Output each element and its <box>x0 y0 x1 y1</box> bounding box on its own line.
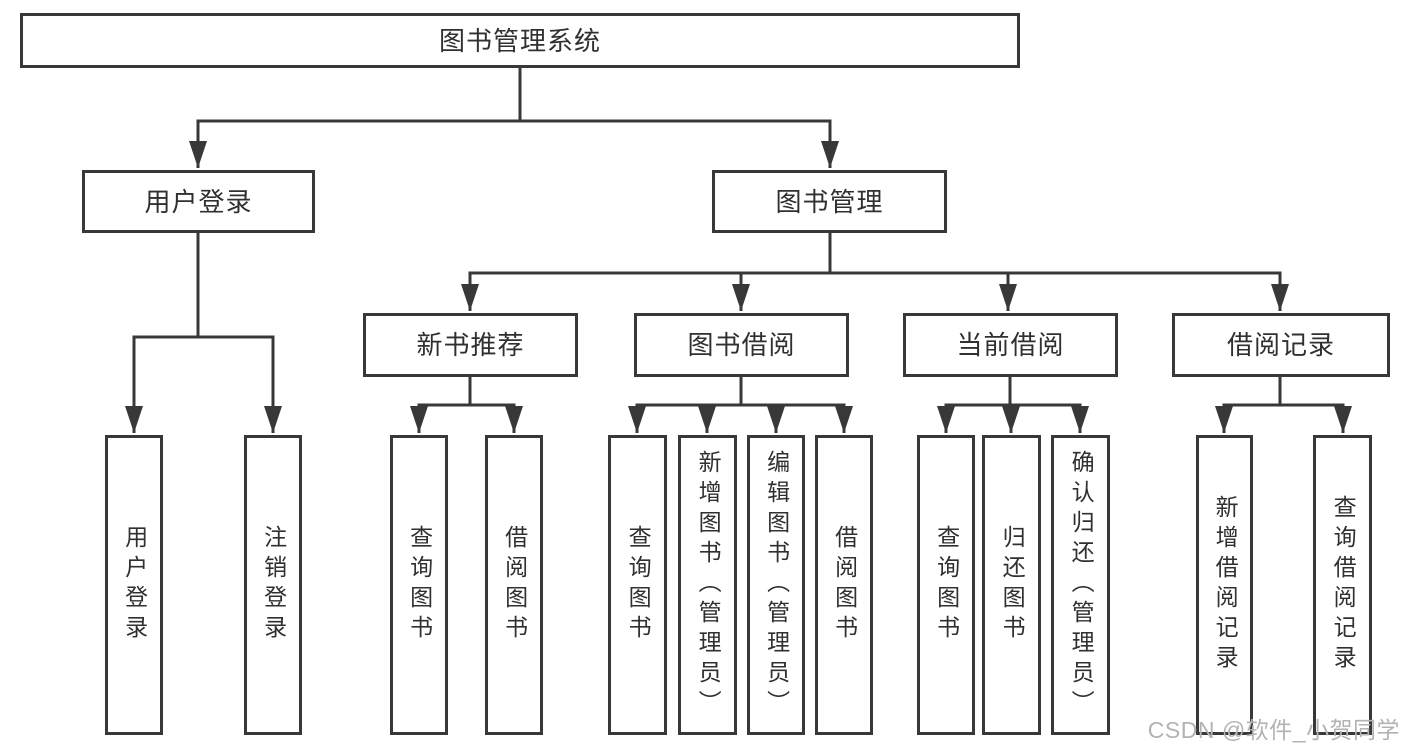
node-book-borrowing: 图书借阅 <box>634 313 849 377</box>
leaf-bb-borrow-books: 借阅图书 <box>815 435 873 735</box>
node-label: 归还图书 <box>999 525 1026 645</box>
connector-user-login-children <box>125 233 282 433</box>
leaf-nb-query-books: 查询图书 <box>390 435 448 735</box>
node-label: 查询图书 <box>625 525 652 645</box>
node-label: 用户登录 <box>121 525 148 645</box>
leaf-logout: 注销登录 <box>244 435 302 735</box>
connector-borrowing-records-children <box>1215 377 1352 433</box>
node-label: 借阅图书 <box>501 525 528 645</box>
node-library-management-system: 图书管理系统 <box>20 13 1020 68</box>
connector-book-management-children <box>461 233 1289 311</box>
leaf-bb-query-books: 查询图书 <box>608 435 667 735</box>
node-label: 新增借阅记录 <box>1212 495 1239 675</box>
node-label: 借阅图书 <box>831 525 858 645</box>
leaf-bb-add-book-admin: 新增图书（管理员） <box>678 435 737 735</box>
node-new-book-recommendation: 新书推荐 <box>363 313 578 377</box>
node-label: 查询图书 <box>406 525 433 645</box>
node-label: 查询图书 <box>933 525 960 645</box>
connector-book-borrowing-children <box>628 377 853 433</box>
leaf-cb-return-books: 归还图书 <box>982 435 1041 735</box>
connector-current-borrowing-children <box>937 377 1089 433</box>
node-user-login-branch: 用户登录 <box>82 170 315 233</box>
node-label: 编辑图书（管理员） <box>763 450 790 720</box>
node-label: 确认归还（管理员） <box>1068 450 1095 720</box>
leaf-cb-query-books: 查询图书 <box>917 435 975 735</box>
node-label: 注销登录 <box>260 525 287 645</box>
leaf-bb-edit-book-admin: 编辑图书（管理员） <box>747 435 805 735</box>
node-label: 查询借阅记录 <box>1330 495 1357 675</box>
node-book-management-branch: 图书管理 <box>712 170 947 233</box>
leaf-user-login: 用户登录 <box>105 435 163 735</box>
node-current-borrowing: 当前借阅 <box>903 313 1118 377</box>
node-borrowing-records: 借阅记录 <box>1172 313 1390 377</box>
leaf-cb-confirm-return-admin: 确认归还（管理员） <box>1051 435 1110 735</box>
connector-root-to-level2 <box>189 68 839 168</box>
connector-new-book-recommendation-children <box>410 377 523 433</box>
leaf-nb-borrow-books: 借阅图书 <box>485 435 543 735</box>
leaf-br-add-borrow-record: 新增借阅记录 <box>1196 435 1253 735</box>
leaf-br-query-borrow-record: 查询借阅记录 <box>1313 435 1372 735</box>
node-label: 新增图书（管理员） <box>695 450 722 720</box>
csdn-watermark: CSDN @软件_小贺同学 <box>1147 717 1400 743</box>
